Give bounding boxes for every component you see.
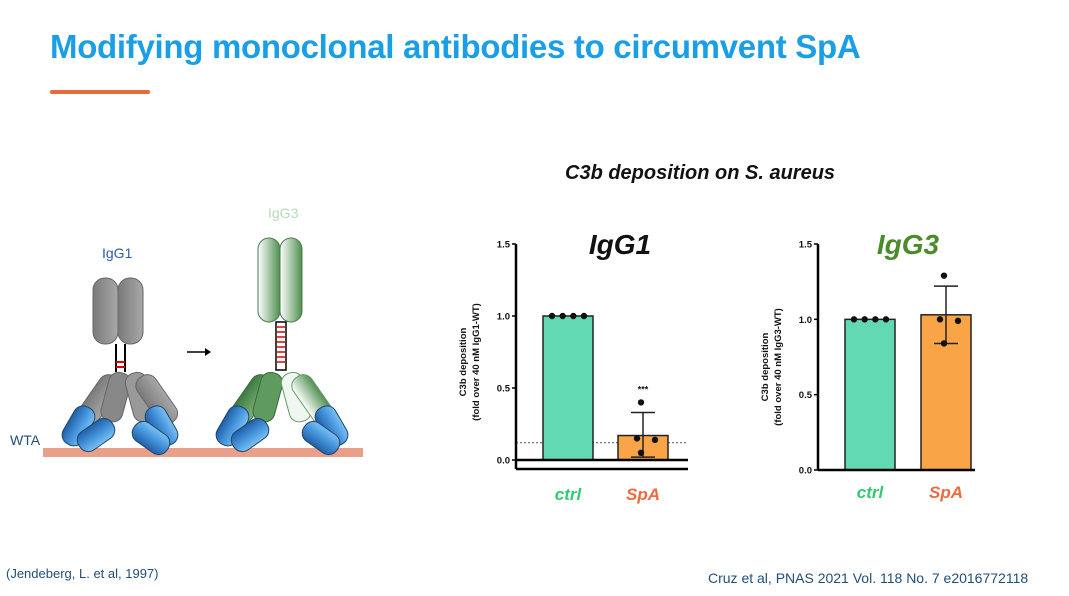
y-tick-label: 1.0: [799, 315, 812, 326]
x-tick-label-SpA: SpA: [929, 483, 963, 502]
data-point: [637, 399, 645, 406]
data-point: [548, 312, 556, 320]
data-point: [872, 316, 879, 323]
y-axis-label: (fold over 40 nM IgG3-WT): [773, 308, 784, 426]
chart-subtitle: C3b deposition on S. aureus: [565, 162, 836, 184]
data-point: [559, 312, 566, 320]
reference-left: (Jendeberg, L. et al, 1997): [6, 566, 159, 581]
x-tick-label-ctrl: ctrl: [857, 483, 885, 502]
y-axis-label: C3b deposition: [760, 333, 771, 402]
igg3-label: IgG3: [268, 205, 299, 221]
wta-surface: [43, 448, 363, 457]
y-tick-label: 0.0: [497, 456, 510, 467]
data-point: [882, 316, 890, 323]
data-point: [954, 317, 962, 325]
y-tick-label: 1.5: [799, 240, 813, 251]
data-point: [940, 340, 948, 347]
data-point: [633, 435, 641, 442]
slide-title: Modifying monoclonal antibodies to circu…: [50, 28, 861, 65]
reference-right: Cruz et al, PNAS 2021 Vol. 118 No. 7 e20…: [708, 570, 1029, 586]
data-point: [861, 316, 868, 323]
chart-title: IgG1: [589, 229, 651, 260]
data-point: [936, 316, 944, 323]
data-point: [580, 312, 588, 320]
title-underline: [50, 90, 150, 94]
y-axis-label: (fold over 40 nM IgG1-WT): [471, 303, 482, 421]
y-tick-label: 0.5: [497, 384, 511, 395]
y-tick-label: 1.5: [497, 240, 511, 251]
igg3-antibody: [215, 237, 349, 456]
chart-title: IgG3: [877, 229, 940, 260]
data-point: [651, 436, 659, 444]
y-tick-label: 1.0: [497, 312, 510, 323]
igg1-antibody: [61, 277, 179, 456]
arrow-icon: [187, 348, 211, 356]
y-axis-label: C3b deposition: [458, 328, 469, 397]
bar-ctrl: [542, 315, 594, 461]
x-tick-label-ctrl: ctrl: [555, 485, 583, 504]
data-point: [940, 272, 948, 279]
significance-label: ***: [638, 384, 649, 394]
x-tick-label-SpA: SpA: [626, 485, 660, 504]
data-point: [850, 316, 858, 323]
data-point: [637, 449, 645, 456]
bar-ctrl: [844, 318, 896, 471]
data-point: [570, 312, 577, 320]
igg1-label: IgG1: [102, 245, 133, 261]
y-tick-label: 0.5: [799, 390, 813, 401]
y-tick-label: 0.0: [799, 466, 812, 477]
antibody-diagram: [43, 237, 363, 457]
wta-label: WTA: [10, 432, 41, 448]
